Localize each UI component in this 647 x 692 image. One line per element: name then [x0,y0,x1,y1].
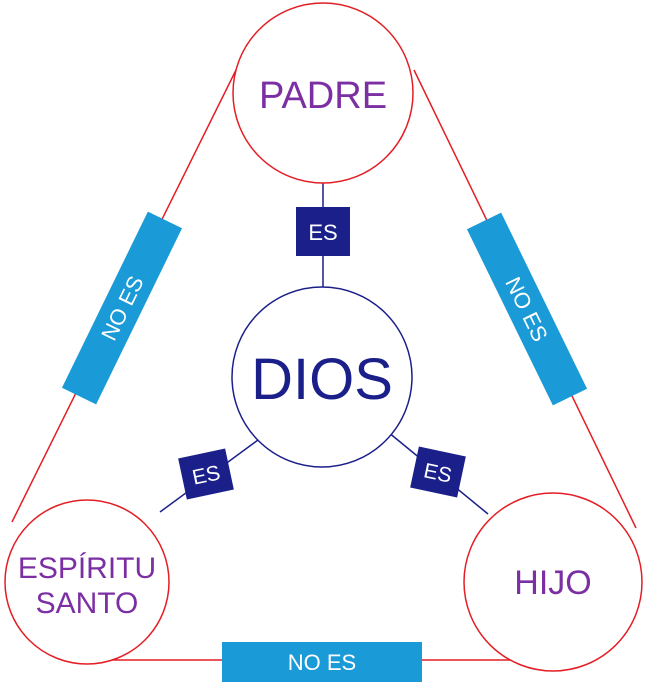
no-es-bar-bottom: NO ES [222,642,422,682]
es-label-right: ES [422,459,454,487]
node-espiritu-label-line1: ESPÍRITU [18,552,156,585]
node-dios-circle [231,286,413,468]
es-label-left: ES [190,461,222,489]
no-es-label-bottom: NO ES [288,650,356,675]
es-box-right: ES [410,446,466,498]
es-label-top: ES [308,220,337,245]
node-espiritu-circle [4,499,170,665]
es-box-top: ES [296,207,350,256]
node-padre-circle [232,2,414,184]
node-padre-label: PADRE [259,75,387,117]
node-hijo-circle [463,492,643,672]
node-hijo-label: HIJO [514,564,591,602]
node-dios-label: DIOS [251,347,393,412]
no-es-bar-left: NO ES [61,211,183,405]
es-box-left: ES [178,448,234,500]
node-espiritu-label-line2: SANTO [36,587,139,620]
no-es-bar-right: NO ES [466,212,588,406]
